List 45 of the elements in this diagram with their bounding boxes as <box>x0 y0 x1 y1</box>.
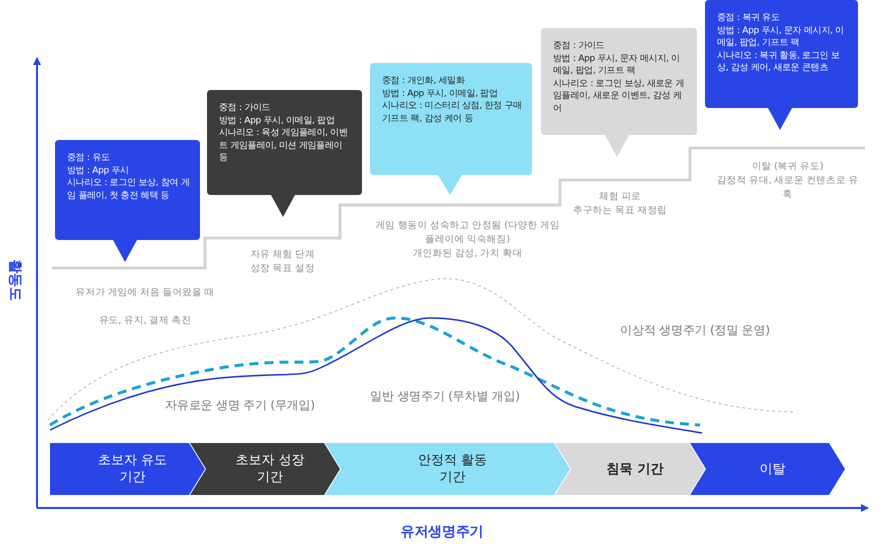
stage-note: 자유 체험 단계 <box>249 248 316 262</box>
stage-name: 이탈 <box>758 460 786 478</box>
stage-name: 안정적 활동 기간 <box>416 452 488 486</box>
stage-name: 초보자 유도기간 <box>96 452 168 486</box>
speech-bubble <box>541 28 697 157</box>
stage-note: 성장 목표 설정 <box>249 262 316 276</box>
bubble-text: 방법 : App 푸시, 이메일, 팝업 <box>382 88 499 100</box>
bubble-text: 중점 : 복귀 유도 <box>717 12 781 24</box>
stage-note: 개인화된 감성, 가치 확대 <box>412 247 524 261</box>
stage-banner <box>325 443 570 495</box>
bubble-text: 방법 : App 푸시 <box>67 164 130 177</box>
speech-bubble <box>55 140 200 262</box>
bubble-text: 중점 : 가이드 <box>553 40 606 52</box>
bubble-text: 중점 : 개인화, 세밀화 <box>382 75 466 88</box>
stage-note: 체험 피로 <box>598 190 642 204</box>
bubble-text: 방법 : App 푸시, 이메일, 팝업 <box>219 114 336 127</box>
bubble-text: 방법 : App 푸시, 문자 메시지, 이메일, 팝업, 기프트 팩 <box>553 52 681 78</box>
curve-label: 자유로운 생명 주기 (무개입) <box>164 398 316 412</box>
bubble-text: 중점 : 유도 <box>67 152 111 164</box>
bubble-text: 방법 : App 푸시, 문자 메시지, 이메일, 팝업, 기프트 팩 <box>717 24 845 50</box>
bubble-text: 중점 : 가이드 <box>219 102 272 114</box>
stage-banner <box>690 443 845 495</box>
stage-note: 추구하는 목표 재정립 <box>572 204 668 218</box>
bubble-text: 시나리오 : 육성 게임플레이, 이벤트 게임플레이, 미션 게임플레이 등 <box>219 127 349 164</box>
stage-banner <box>50 443 205 495</box>
speech-bubble <box>705 0 858 130</box>
stage-note: 이탈 (복귀 유도) <box>750 160 824 174</box>
axis-title: 유저생명주기 <box>400 525 484 539</box>
stage-banner <box>555 443 705 495</box>
stage-note: 감정적 유대, 새로운 컨텐츠로 유혹 <box>716 174 860 202</box>
stage-note: 게임 행동이 성숙하고 안정됨 (다양한 게임 플레이에 익숙해짐) <box>375 219 560 247</box>
stage-note: 유도, 유지, 결제 촉진 <box>98 314 192 328</box>
curve-label: 이상적 생명주기 (정밀 운영) <box>619 323 771 337</box>
stage-note: 유저가 게임에 처음 들어왔을 때 <box>75 286 215 300</box>
stage-name: 침묵 기간 <box>606 460 664 478</box>
bubble-text: 시나리오 : 복귀 활동, 로그인 보상, 감성 케어, 새로운 콘텐츠 <box>717 50 840 74</box>
curve-label: 일반 생명주기 (무차별 개입) <box>369 389 521 403</box>
axis-title: 활동도 <box>8 258 22 303</box>
speech-bubble <box>370 63 532 195</box>
stage-name: 초보자 성장 기간 <box>234 452 306 486</box>
bubble-text: 시나리오 : 로그인 보상, 참여 게임 플레이, 첫 충전 혜택 등 <box>67 177 190 202</box>
stage-banner <box>190 443 340 495</box>
bubble-text: 시나리오 : 로그인 보상, 새로운 게임플레이, 새로운 이벤트, 감성 케어 <box>553 78 686 115</box>
speech-bubble <box>207 90 362 217</box>
bubble-text: 시나리오 : 미스터리 상점, 한정 구매 기프트 팩, 감성 케어 등 <box>382 100 522 125</box>
